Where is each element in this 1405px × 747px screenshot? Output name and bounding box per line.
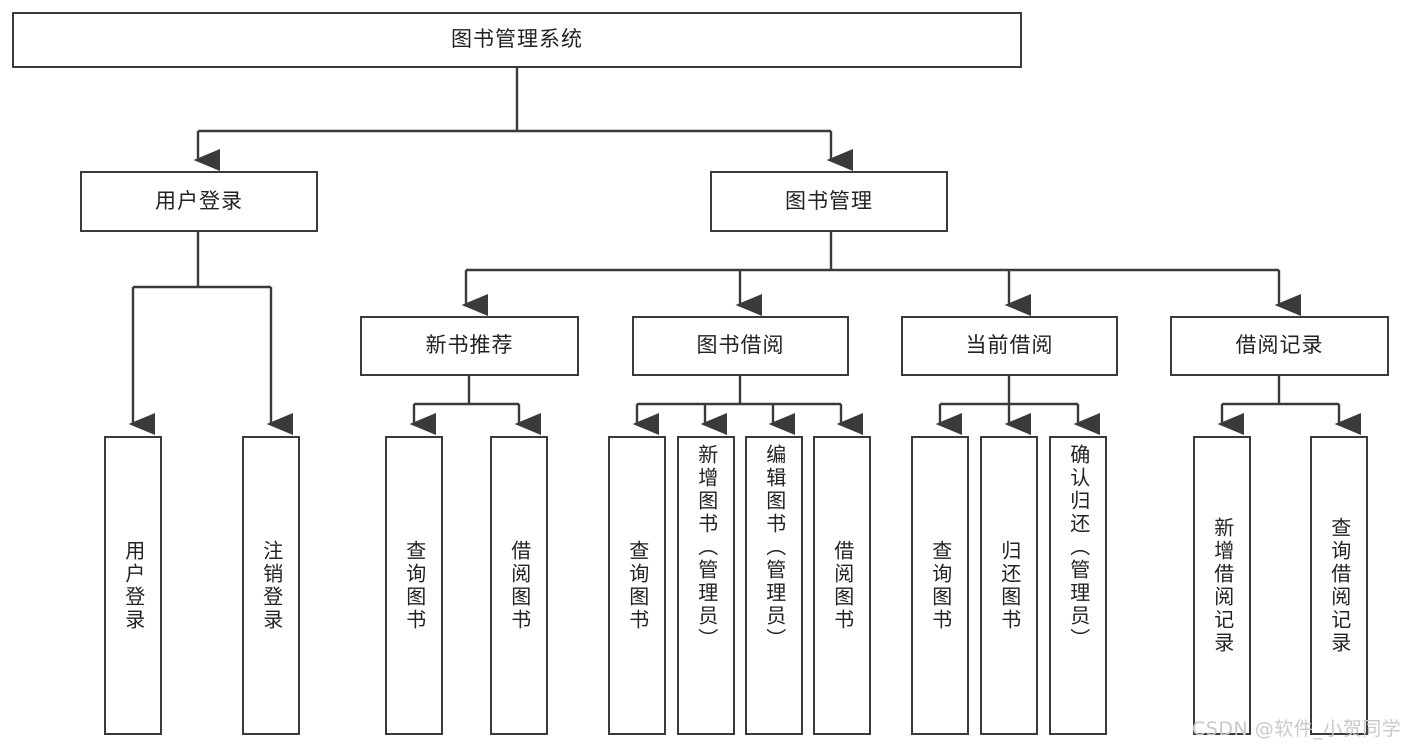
leaf-query-borrow-record-label: 查询借阅记录 xyxy=(1327,516,1352,655)
node-borrow-record[interactable]: 借阅记录 xyxy=(1170,316,1389,376)
leaf-add-book[interactable]: 新增图书（管理员） xyxy=(677,436,735,735)
leaf-query-book-1-label: 查询图书 xyxy=(402,539,427,632)
leaf-query-book-1[interactable]: 查询图书 xyxy=(385,436,443,735)
leaf-edit-book-label: 编辑图书（管理员） xyxy=(762,444,787,651)
node-new-book-recommend-label: 新书推荐 xyxy=(425,333,514,358)
leaf-query-book-2-label: 查询图书 xyxy=(625,539,650,632)
leaf-add-book-label: 新增图书（管理员） xyxy=(694,444,719,651)
leaf-borrow-book-2-label: 借阅图书 xyxy=(830,539,855,632)
leaf-logout-login-label: 注销登录 xyxy=(259,539,284,632)
node-current-borrow[interactable]: 当前借阅 xyxy=(901,316,1118,376)
node-root-title[interactable]: 图书管理系统 xyxy=(12,12,1022,68)
node-new-book-recommend[interactable]: 新书推荐 xyxy=(360,316,579,376)
leaf-confirm-return-label: 确认归还（管理员） xyxy=(1066,444,1091,651)
leaf-query-borrow-record[interactable]: 查询借阅记录 xyxy=(1310,436,1368,735)
leaf-confirm-return[interactable]: 确认归还（管理员） xyxy=(1049,436,1107,735)
leaf-query-book-3-label: 查询图书 xyxy=(928,539,953,632)
leaf-borrow-book-2[interactable]: 借阅图书 xyxy=(813,436,871,735)
node-user-login[interactable]: 用户登录 xyxy=(80,171,318,232)
node-current-borrow-label: 当前借阅 xyxy=(965,333,1054,358)
node-book-borrow-label: 图书借阅 xyxy=(696,333,785,358)
leaf-edit-book[interactable]: 编辑图书（管理员） xyxy=(745,436,803,735)
leaf-borrow-book-1[interactable]: 借阅图书 xyxy=(490,436,548,735)
leaf-user-login[interactable]: 用户登录 xyxy=(104,436,162,735)
node-book-management-label: 图书管理 xyxy=(785,188,873,213)
node-book-management[interactable]: 图书管理 xyxy=(710,171,948,232)
leaf-add-borrow-record-label: 新增借阅记录 xyxy=(1210,516,1235,655)
node-root-title-label: 图书管理系统 xyxy=(451,27,583,52)
leaf-return-book[interactable]: 归还图书 xyxy=(980,436,1038,735)
leaf-add-borrow-record[interactable]: 新增借阅记录 xyxy=(1193,436,1251,735)
node-borrow-record-label: 借阅记录 xyxy=(1235,333,1324,358)
leaf-query-book-2[interactable]: 查询图书 xyxy=(608,436,666,735)
node-book-borrow[interactable]: 图书借阅 xyxy=(632,316,849,376)
leaf-borrow-book-1-label: 借阅图书 xyxy=(507,539,532,632)
csdn-watermark: CSDN @软件_小贺同学 xyxy=(1192,718,1402,740)
leaf-logout-login[interactable]: 注销登录 xyxy=(242,436,300,735)
leaf-query-book-3[interactable]: 查询图书 xyxy=(911,436,969,735)
leaf-return-book-label: 归还图书 xyxy=(997,539,1022,632)
node-user-login-label: 用户登录 xyxy=(155,188,243,213)
leaf-user-login-label: 用户登录 xyxy=(121,539,146,632)
